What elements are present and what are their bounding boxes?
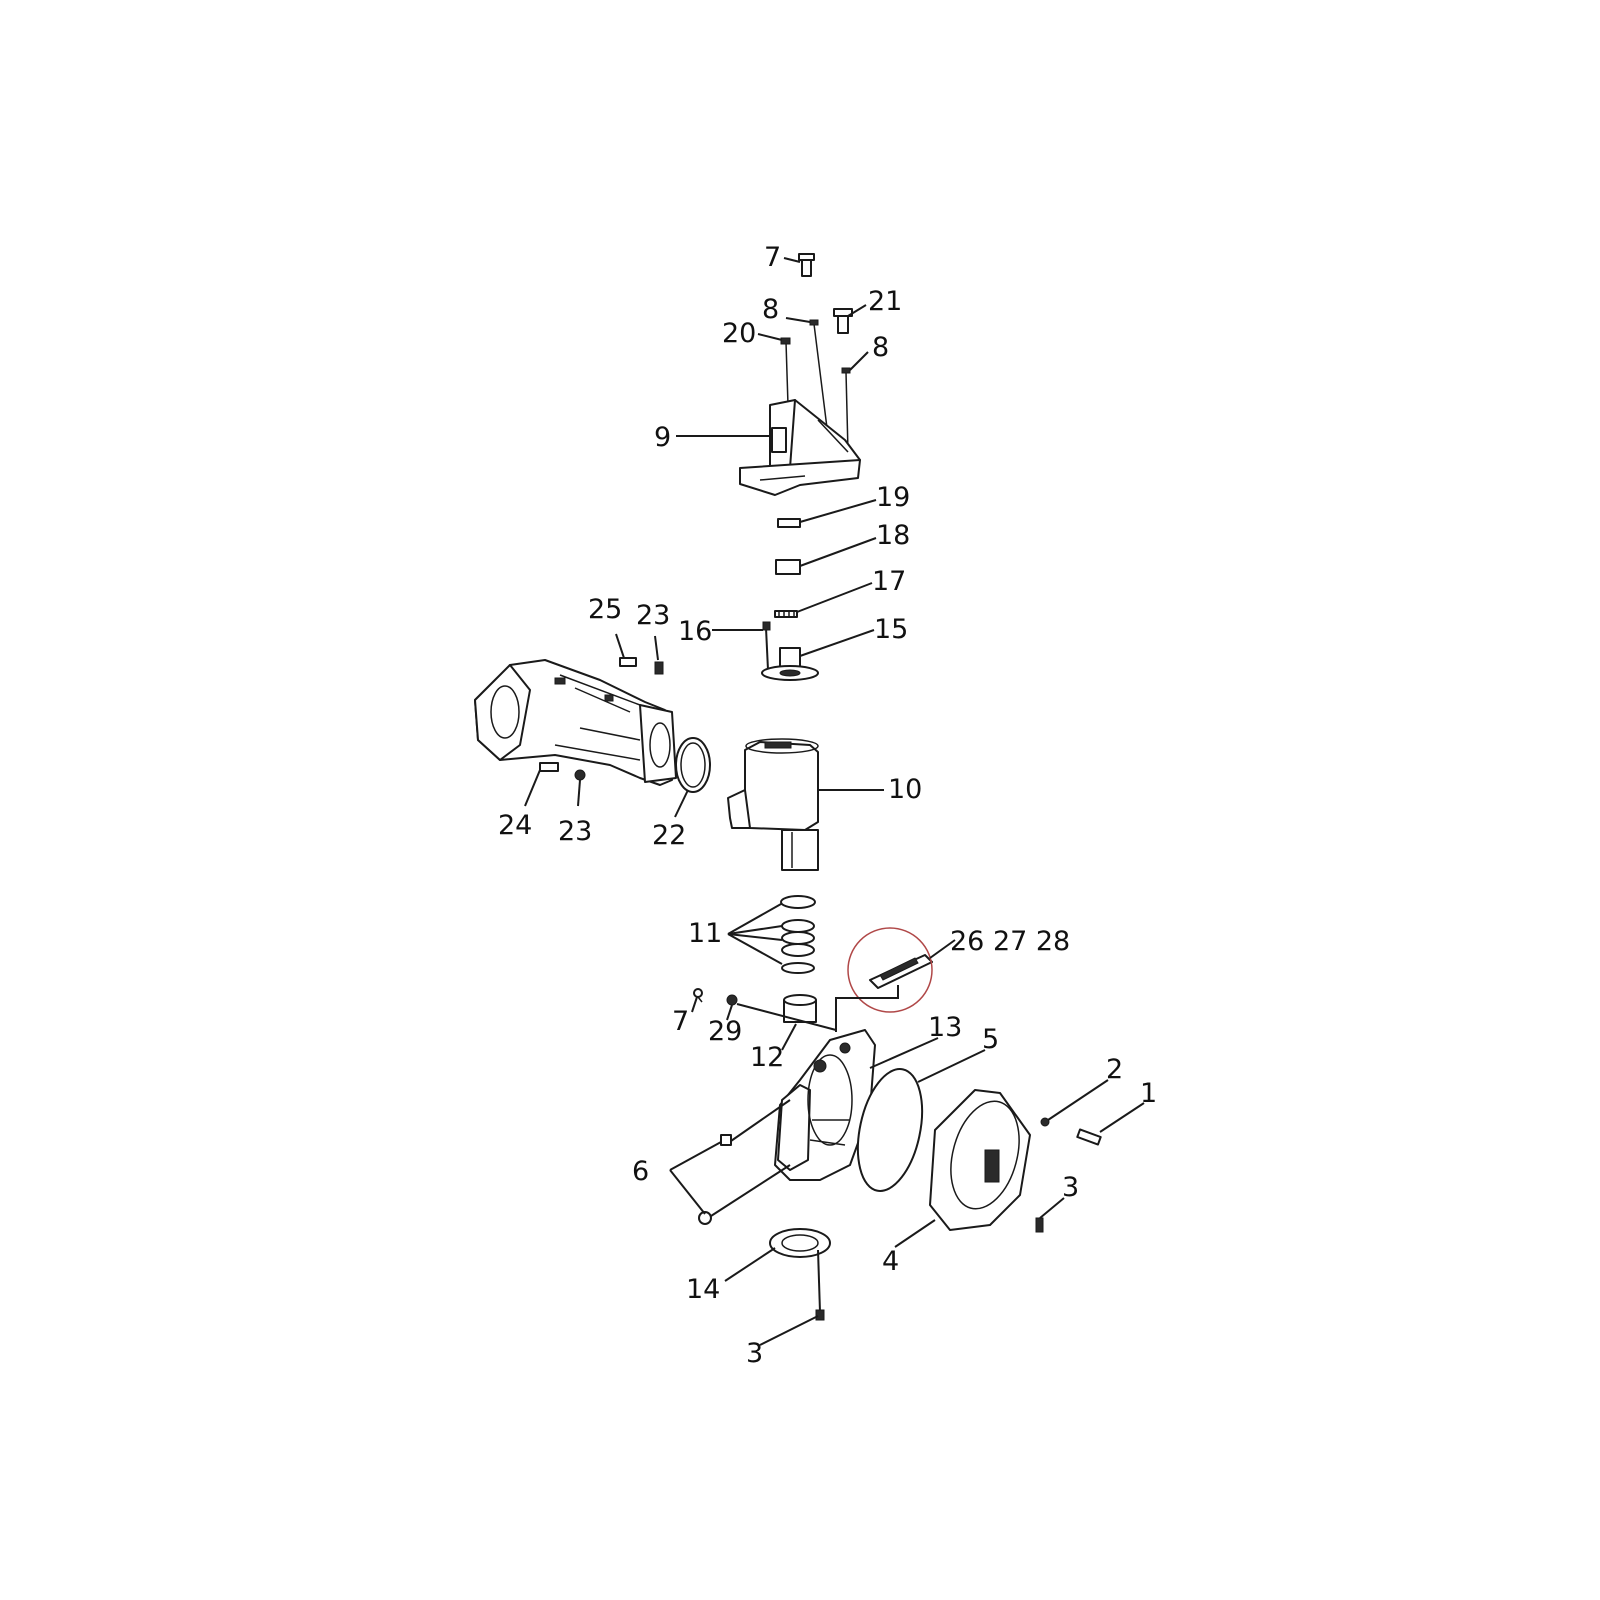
part-9-bracket <box>739 399 861 496</box>
callout-11: 11 <box>688 918 722 949</box>
callout-20: 20 <box>722 318 756 349</box>
callout-6: 6 <box>632 1156 649 1187</box>
callout-22: 22 <box>652 820 686 851</box>
part-11-rings <box>780 895 816 974</box>
part-7-lower-bolt <box>693 988 703 1003</box>
part-5-o-ring <box>856 1068 924 1192</box>
callout-14: 14 <box>686 1274 720 1305</box>
part-18-block <box>775 559 801 575</box>
part-4-cover <box>929 1089 1031 1231</box>
part-3-bolt-bottom <box>815 1249 825 1321</box>
part-8-pin-right <box>841 367 851 453</box>
callout-18: 18 <box>876 520 910 551</box>
callout-12: 12 <box>750 1042 784 1073</box>
part-22-gasket <box>675 737 711 793</box>
callout-7-top: 7 <box>764 242 781 273</box>
callout-1: 1 <box>1140 1078 1157 1109</box>
part-19-key <box>777 518 801 528</box>
callout-labels: 7 8 21 20 8 9 19 18 17 16 15 25 23 10 24… <box>498 242 1157 1369</box>
part-16-shaft <box>762 621 771 671</box>
callout-24: 24 <box>498 810 532 841</box>
part-14-cover-plate <box>769 1228 831 1258</box>
highlight-circle <box>847 927 933 1013</box>
leader-lines <box>524 257 1145 1346</box>
part-12-bushing <box>783 994 817 1023</box>
part-1-bolt <box>1076 1128 1102 1146</box>
part-15-seat <box>761 647 819 681</box>
callout-21: 21 <box>868 286 902 317</box>
transmission-housing <box>474 659 677 786</box>
part-20-pin <box>780 337 791 406</box>
part-21-bolt <box>833 308 853 334</box>
callout-16: 16 <box>678 616 712 647</box>
callout-3-right: 3 <box>1062 1172 1079 1203</box>
callout-5: 5 <box>982 1024 999 1055</box>
part-3-bolt-right <box>1035 1217 1044 1233</box>
callout-25: 25 <box>588 594 622 625</box>
callout-23-upper: 23 <box>636 600 670 631</box>
part-23-bolt-lower <box>574 769 586 781</box>
part-29-nut <box>726 994 738 1006</box>
part-23-bolt-upper <box>654 661 664 675</box>
part-10-housing <box>727 738 819 871</box>
callout-2: 2 <box>1106 1054 1123 1085</box>
callout-8-upper: 8 <box>762 294 779 325</box>
callout-26-27-28: 26 27 28 <box>950 926 1070 957</box>
callout-4: 4 <box>882 1246 899 1277</box>
callout-13: 13 <box>928 1012 962 1043</box>
callout-19: 19 <box>876 482 910 513</box>
callout-3-bottom: 3 <box>746 1338 763 1369</box>
callout-7-lower: 7 <box>672 1006 689 1037</box>
callout-29: 29 <box>708 1016 742 1047</box>
callout-17: 17 <box>872 566 906 597</box>
part-13-gear-case <box>774 1029 876 1181</box>
part-25-pin <box>619 657 637 667</box>
part-17-spring <box>774 610 798 618</box>
part-6-plug-lower <box>698 1211 712 1225</box>
callout-15: 15 <box>874 614 908 645</box>
callout-23-lower: 23 <box>558 816 592 847</box>
callout-10: 10 <box>888 774 922 805</box>
callout-8-right: 8 <box>872 332 889 363</box>
callout-9: 9 <box>654 422 671 453</box>
part-26-27-28-component <box>847 927 933 1013</box>
part-7-top-bolt <box>798 253 815 277</box>
part-2-washer <box>1040 1117 1050 1127</box>
part-24-bolt <box>539 762 559 772</box>
part-6-plug-upper <box>720 1134 732 1146</box>
